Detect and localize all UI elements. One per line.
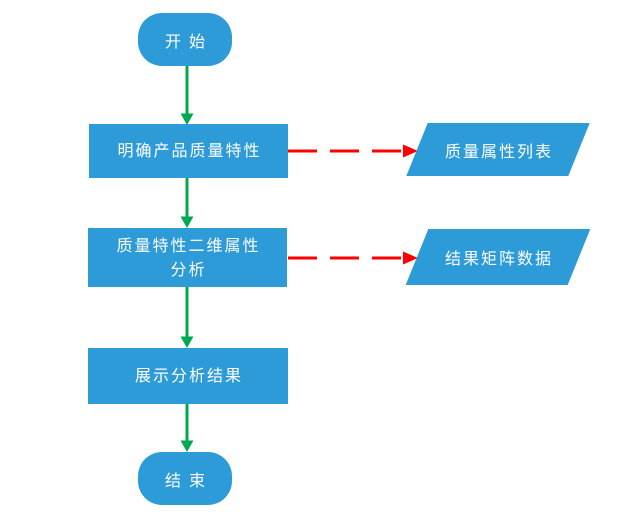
node-label: 质量属性列表	[444, 141, 553, 161]
edge-step1-to-step2	[180, 178, 194, 228]
node-label: 展示分析结果	[134, 366, 243, 385]
edge-step2-to-data2	[288, 251, 418, 265]
arrow-head-right-icon	[403, 251, 418, 265]
node-process-step2: 质量特性二维属性 分析	[88, 228, 287, 287]
node-data-output1: 质量属性列表	[417, 123, 579, 176]
arrow-head-down-icon	[180, 113, 194, 125]
node-label: 明确产品质量特性	[117, 141, 262, 160]
node-process-step1: 明确产品质量特性	[89, 124, 288, 178]
arrow-head-down-icon	[180, 336, 194, 348]
node-label: 开始	[164, 31, 213, 51]
arrow-head-right-icon	[403, 144, 418, 158]
node-start-terminator: 开始	[138, 13, 232, 66]
edge-start-to-step1	[180, 66, 194, 125]
node-end-terminator: 结束	[138, 452, 232, 505]
node-process-step3: 展示分析结果	[88, 348, 288, 404]
node-label: 结束	[164, 470, 213, 490]
node-data-output2: 结果矩阵数据	[417, 229, 579, 285]
arrow-head-down-icon	[180, 216, 194, 228]
edge-step2-to-step3	[180, 287, 194, 348]
edge-step1-to-data1	[288, 144, 418, 158]
node-label: 质量特性二维属性 分析	[116, 235, 261, 279]
arrow-head-down-icon	[180, 440, 194, 452]
node-label: 结果矩阵数据	[444, 249, 553, 268]
edge-step3-to-end	[180, 404, 194, 452]
